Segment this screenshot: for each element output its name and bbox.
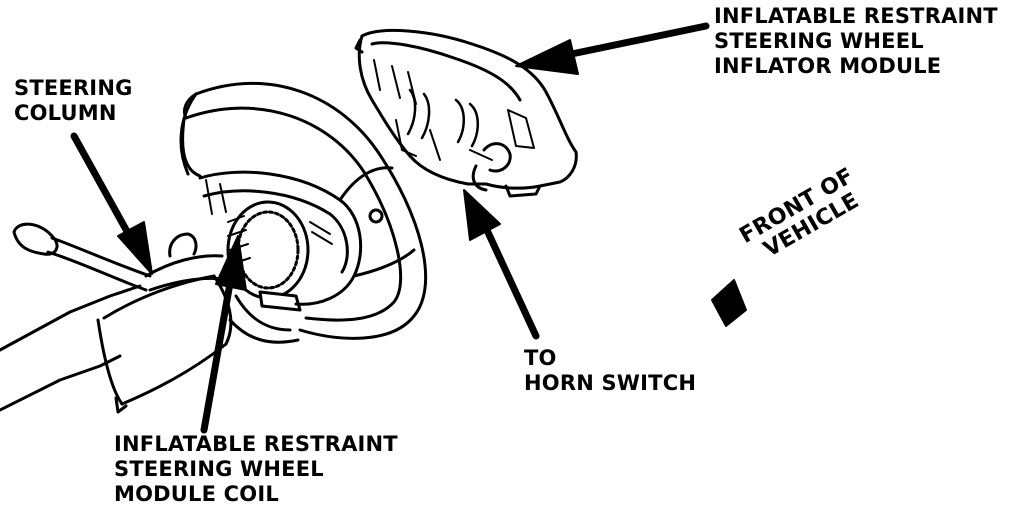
- arrows: [70, 22, 747, 434]
- module-coil: [226, 200, 310, 344]
- inflator-module-label-line-2: STEERING WHEEL: [714, 29, 924, 53]
- module-coil-label-line-2: STEERING WHEEL: [114, 457, 324, 481]
- inflator-module-label-line-1: INFLATABLE RESTRAINT: [714, 4, 998, 28]
- steering-wheel-rim: [179, 81, 428, 340]
- horn-switch-label: TO HORN SWITCH: [524, 346, 696, 396]
- module-coil-label-line-3: MODULE COIL: [114, 482, 279, 506]
- steering-column-label-line-1: STEERING: [14, 76, 133, 100]
- turn-signal-lever: [12, 222, 152, 292]
- horn-switch-label-line-2: HORN SWITCH: [524, 371, 697, 395]
- horn-switch-label-line-1: TO: [524, 346, 557, 370]
- steering-column-label-line-2: COLUMN: [14, 101, 117, 125]
- steering-column: [0, 232, 233, 414]
- module-coil-label: INFLATABLE RESTRAINT STEERING WHEEL MODU…: [114, 432, 398, 507]
- inflator-module: [354, 28, 578, 198]
- steering-column-label: STEERING COLUMN: [14, 76, 133, 126]
- inflator-module-label-line-3: INFLATOR MODULE: [714, 54, 942, 78]
- steering-wheel-hub: [198, 166, 416, 306]
- inflator-module-label: INFLATABLE RESTRAINT STEERING WHEEL INFL…: [714, 4, 998, 79]
- module-coil-label-line-1: INFLATABLE RESTRAINT: [114, 432, 398, 456]
